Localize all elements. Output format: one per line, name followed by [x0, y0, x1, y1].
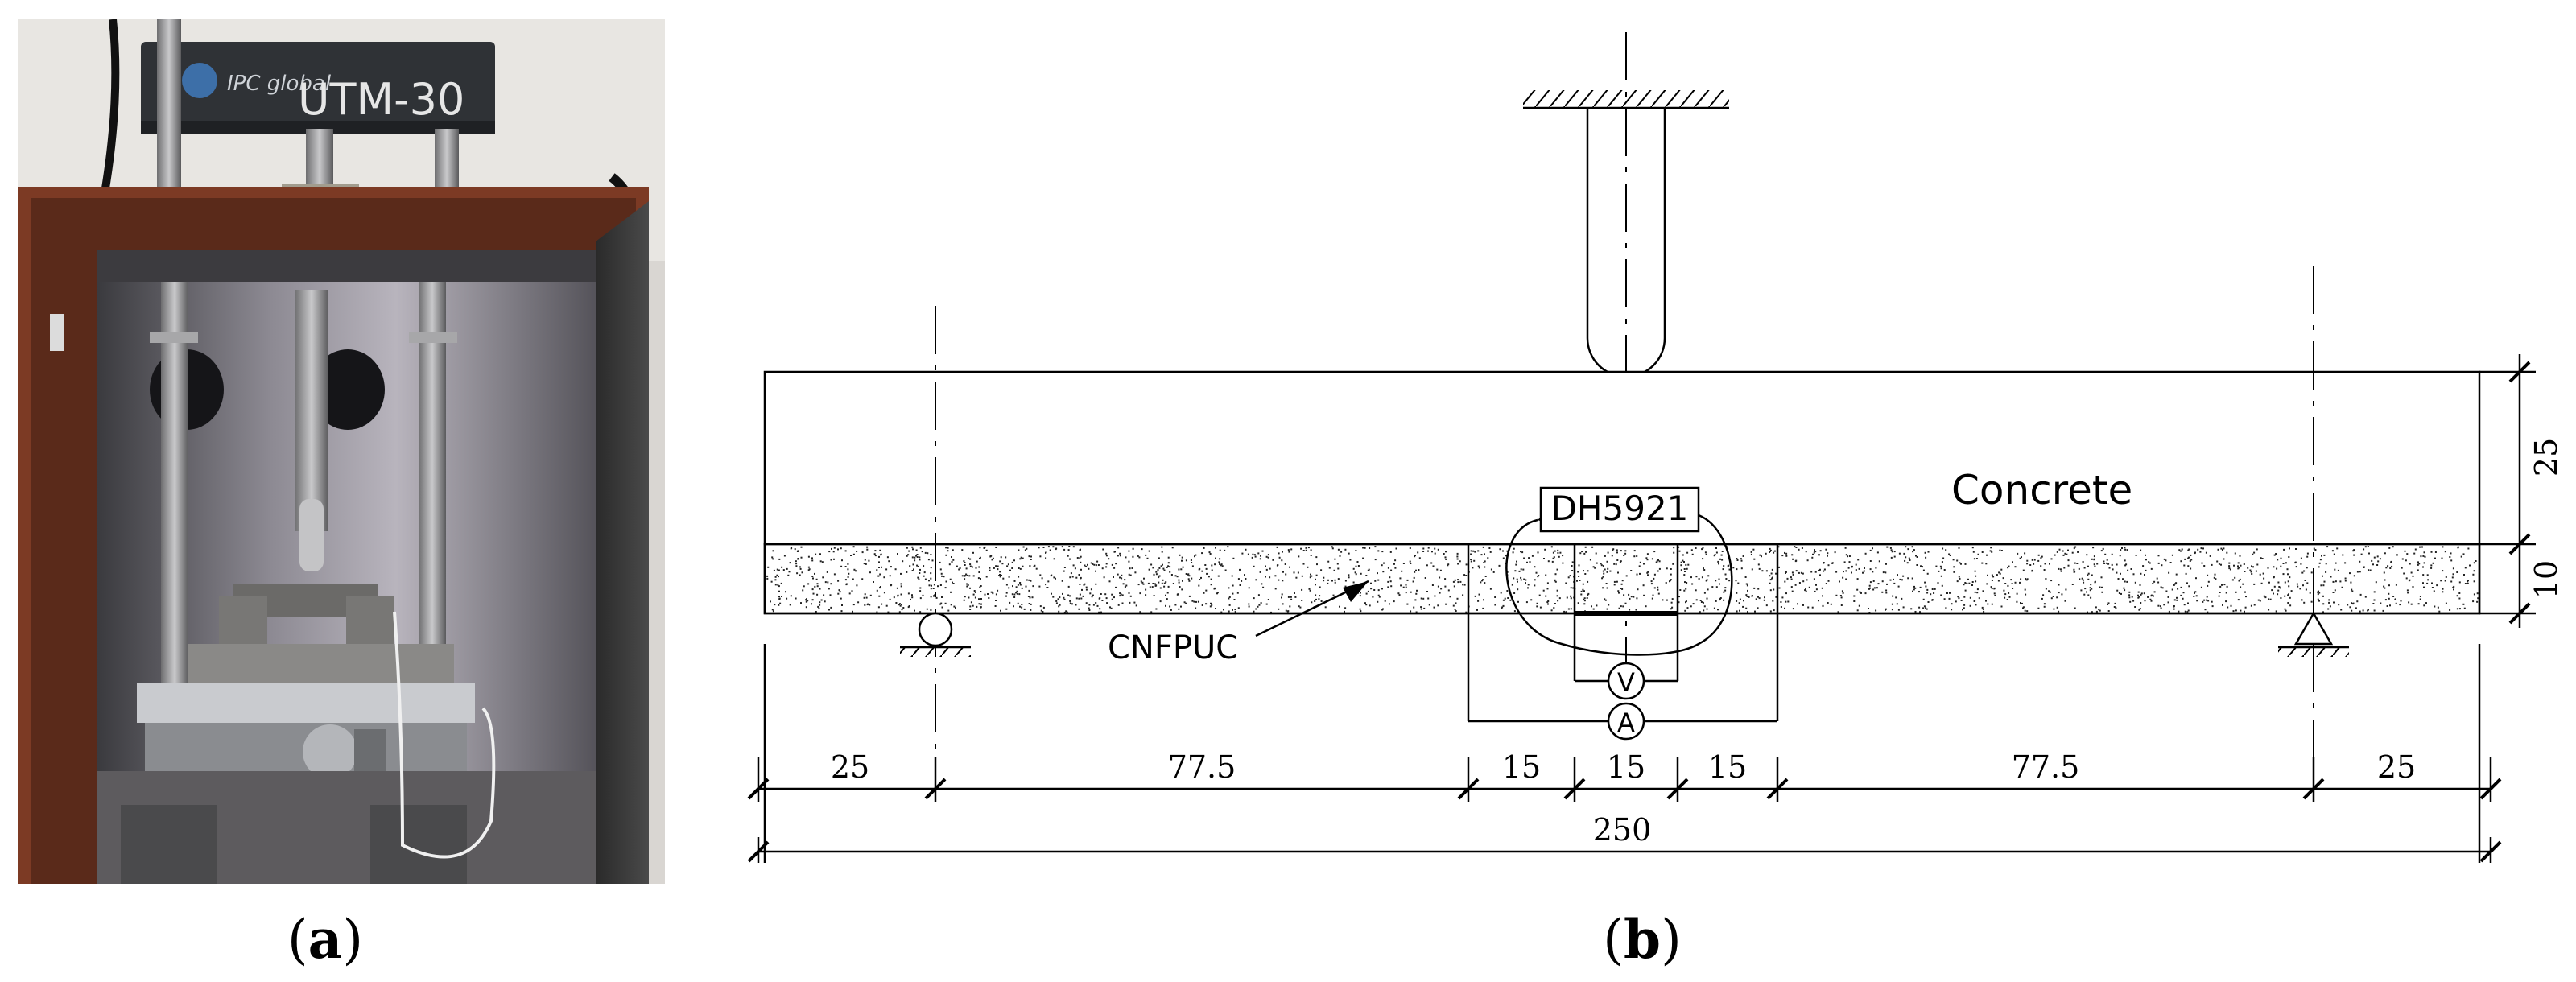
dim-label: 15	[1502, 749, 1541, 785]
instrument-box	[1539, 486, 1700, 533]
caption-a: (a)	[287, 908, 363, 971]
dim-total-label: 250	[1593, 812, 1652, 848]
vertical-dim-25: 25	[2529, 438, 2564, 477]
roller-support-icon	[918, 612, 953, 647]
concrete-label: Concrete	[1951, 467, 2132, 514]
dimension-chain	[747, 644, 2502, 863]
instrument-loop	[1505, 514, 1733, 656]
brand-label: IPC global	[227, 72, 332, 96]
crosshead	[141, 42, 495, 130]
dim-label: 15	[1607, 749, 1645, 785]
dim-label: 77.5	[2012, 749, 2080, 785]
dim-label: 77.5	[1168, 749, 1236, 785]
ammeter-icon	[1607, 702, 1645, 741]
dimension-labels: 25 77.5 15 15 15 77.5 25 250	[831, 749, 2416, 848]
ipc-logo-icon	[182, 63, 217, 98]
schematic-diagram	[747, 32, 2536, 863]
dim-label: 15	[1708, 749, 1747, 785]
instrument-label: DH5921	[1551, 489, 1689, 528]
cnfpuc-texture	[766, 546, 2479, 613]
voltmeter-icon	[1607, 662, 1645, 700]
porthole-right	[311, 349, 385, 430]
pin-support-icon	[2293, 611, 2334, 646]
photo-utm30: IPC global UTM-30	[18, 19, 665, 884]
vertical-dim-10: 10	[2529, 560, 2564, 599]
cnfpuc-layer	[763, 543, 2481, 615]
ammeter-label: A	[1617, 708, 1635, 738]
dim-label: 25	[2377, 749, 2416, 785]
load-rod	[295, 290, 328, 531]
caption-b: (b)	[1603, 908, 1682, 971]
cnfpuc-label: CNFPUC	[1108, 629, 1238, 666]
machine-label: UTM-30	[298, 74, 464, 125]
voltmeter-label: V	[1617, 667, 1635, 698]
base-plate	[137, 683, 475, 723]
chamber-door	[596, 201, 649, 884]
dim-label: 25	[831, 749, 869, 785]
